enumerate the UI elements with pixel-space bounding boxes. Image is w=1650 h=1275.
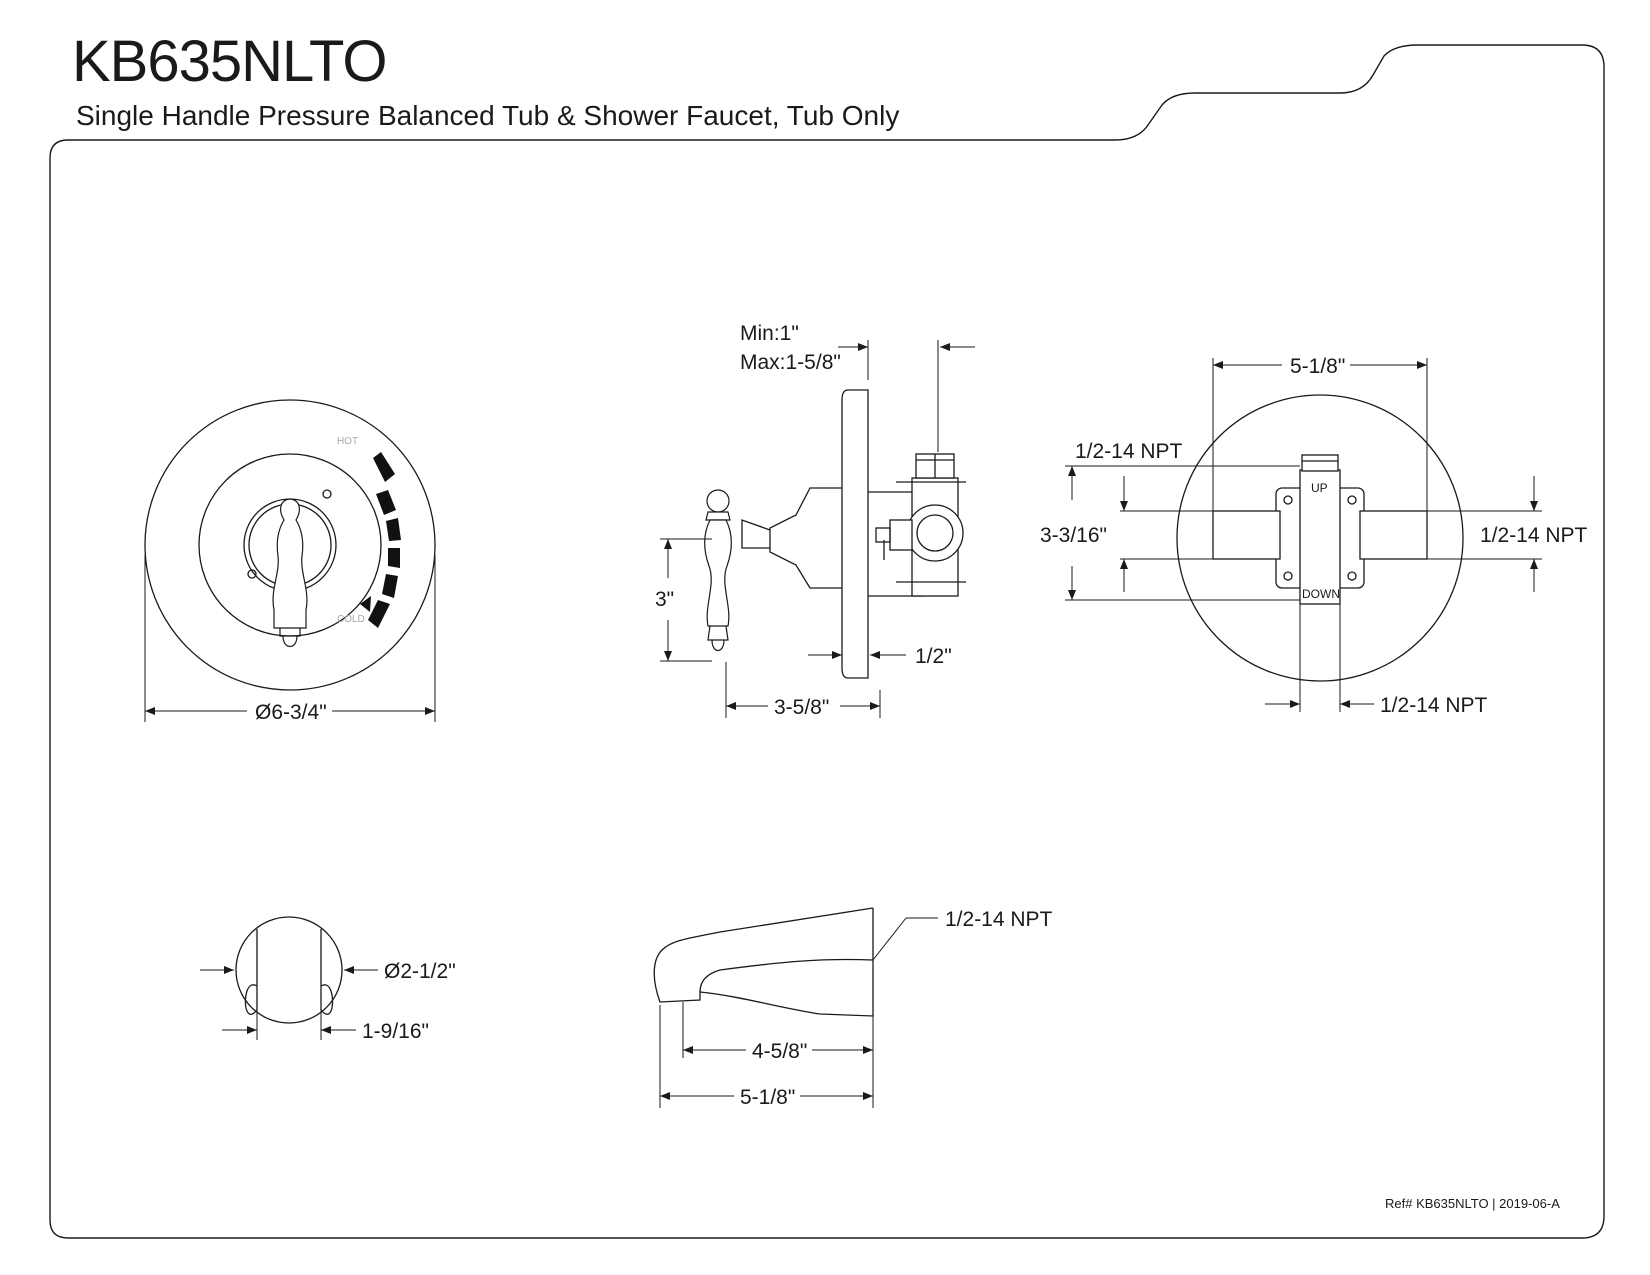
spout-front-outline bbox=[235, 916, 343, 1024]
top-port-dimension: 1/2-14 NPT bbox=[1075, 440, 1183, 463]
spout-diameter-dimension: Ø2-1/2" bbox=[384, 960, 456, 983]
plate-thickness-dimension: 1/2" bbox=[915, 645, 952, 668]
up-label: UP bbox=[1311, 481, 1328, 495]
right-port bbox=[1359, 510, 1428, 560]
spout-side-view: 1/2-14 NPT 4-5/8" 5-1/8" bbox=[653, 907, 1053, 1109]
down-label: DOWN bbox=[1302, 587, 1340, 601]
reference-code: Ref# KB635NLTO | 2019-06-A bbox=[1385, 1196, 1560, 1211]
spout-reach-dimension: 4-5/8" bbox=[752, 1040, 807, 1063]
bottom-port-dimension: 1/2-14 NPT bbox=[1380, 694, 1488, 717]
spout-length-dimension: 5-1/8" bbox=[740, 1086, 795, 1109]
min-depth-dimension: Min:1" bbox=[740, 322, 799, 345]
screw-hole bbox=[247, 569, 257, 579]
sheet-frame bbox=[49, 44, 1605, 1239]
valve-height-dimension: 3-3/16" bbox=[1040, 524, 1107, 547]
left-port bbox=[1212, 510, 1281, 560]
valve-back-view: UP DOWN 5-1/8" 1/2-14 NPT 3-3/16" bbox=[1040, 355, 1588, 717]
lever-handle-front bbox=[272, 498, 308, 648]
trim-plate-outline bbox=[144, 399, 436, 691]
spout-thread-dimension: 1/2-14 NPT bbox=[945, 908, 1053, 931]
model-number: KB635NLTO bbox=[72, 29, 387, 94]
plate-diameter-dimension: Ø6-3/4" bbox=[255, 701, 327, 724]
spout-opening-dimension: 1-9/16" bbox=[362, 1020, 429, 1043]
valve-body-center bbox=[1299, 469, 1341, 605]
handle-height-dimension: 3" bbox=[655, 588, 674, 611]
side-port-outer bbox=[906, 504, 964, 562]
lever-handle-side bbox=[704, 489, 732, 652]
escutcheon-profile bbox=[769, 487, 842, 589]
handle-side-view: Min:1" Max:1-5/8" 3" 1/2" 3-5/8" bbox=[655, 322, 975, 719]
screw-hole bbox=[322, 489, 332, 499]
trim-plate-profile bbox=[841, 389, 869, 679]
valve-width-dimension: 5-1/8" bbox=[1290, 355, 1345, 378]
temperature-scale bbox=[360, 452, 401, 628]
trim-plate-front-view: HOT COLD Ø6-3/4" bbox=[144, 399, 436, 724]
spout-front-view: Ø2-1/2" 1-9/16" bbox=[200, 916, 456, 1043]
product-description: Single Handle Pressure Balanced Tub & Sh… bbox=[76, 100, 900, 131]
right-port-dimension: 1/2-14 NPT bbox=[1480, 524, 1588, 547]
valve-outline-circle bbox=[1176, 394, 1464, 682]
side-port-inner bbox=[916, 514, 954, 552]
handle-depth-dimension: 3-5/8" bbox=[774, 696, 829, 719]
cold-label: COLD bbox=[337, 614, 365, 625]
spout-profile bbox=[653, 907, 874, 1017]
max-depth-dimension: Max:1-5/8" bbox=[740, 351, 841, 374]
valve-top-nut bbox=[1301, 454, 1339, 472]
hot-label: HOT bbox=[337, 436, 358, 447]
